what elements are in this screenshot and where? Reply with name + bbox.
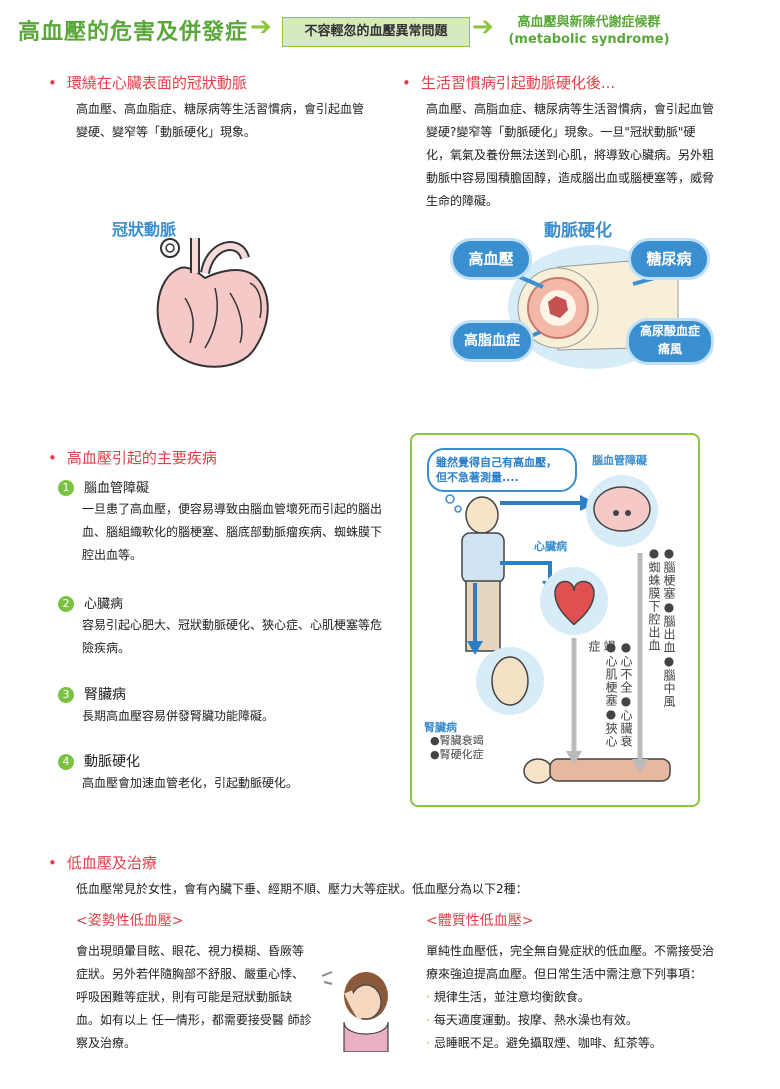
pill-hypertension: 高血壓 <box>450 238 532 280</box>
heart-label: 心臟病 <box>534 540 567 553</box>
pill-gout-line1: 高尿酸血症 <box>639 324 700 338</box>
number-badge: 3 <box>58 686 74 703</box>
text-line: 險疾病。 <box>82 641 131 655</box>
kidney-items: ●腎臟衰竭 ●腎硬化症 <box>430 734 484 762</box>
coronary-label: 冠狀動脈 <box>112 220 177 239</box>
text-line: 會出現頭暈目眩、眼花、視力模糊、昏厥等 <box>76 944 305 958</box>
text-line: 高血壓、高血脂症、糖尿病等生活習慣病，會引起血管 <box>76 102 365 116</box>
disease-item: 3 腎臟病 <box>58 684 126 704</box>
list-item: ·規律生活，並注意均衡飲食。 <box>426 990 590 1004</box>
disease-item: 1 腦血管障礙 <box>58 477 149 496</box>
arrow-right-icon: ➔ <box>250 12 272 42</box>
section-heading-diseases: 高血壓引起的主要疾病 <box>48 447 217 468</box>
bubble-line: 雖然覺得自己有高血壓， <box>436 456 557 469</box>
text-line: 症狀。另外若伴隨胸部不舒服、嚴重心悸、 <box>76 967 305 981</box>
speech-bubble: 雖然覺得自己有高血壓， 但不急著測量.... <box>436 455 576 485</box>
pill-hyperlipidemia: 高脂血症 <box>450 320 534 362</box>
disease-title: 動脈硬化 <box>84 754 140 770</box>
text-line: 腔出血等。 <box>82 548 143 562</box>
list-item-text: 每天適度運動。按摩、熱水澡也有效。 <box>433 1013 638 1027</box>
heart-list-col2: ●心不全●心臟衰竭 <box>602 640 633 748</box>
metabolic-heading-line2: (metabolic syndrome) <box>508 32 670 47</box>
pill-diabetes: 糖尿病 <box>628 238 710 280</box>
text-line: 察及治療。 <box>76 1036 137 1050</box>
dizzy-woman-illustration <box>321 971 389 1052</box>
section-heading-low-bp: 低血壓及治療 <box>48 852 157 873</box>
text-line: 變硬?變窄等「動脈硬化」現象。一旦"冠狀動脈"硬 <box>426 125 696 139</box>
metabolic-heading-line1: 高血壓與新陳代謝症候群 <box>517 15 661 30</box>
lifestyle-text: 高血壓、高脂血症、糖尿病等生活習慣病，會引起血管 變硬?變窄等「動脈硬化」現象。… <box>426 98 746 213</box>
text-line: 化，氧氣及養份無法送到心肌，將導致心臟病。另外粗 <box>426 148 715 162</box>
disease-text: 長期高血壓容易併發腎臟功能障礙。 <box>82 705 402 728</box>
list-item: ·忌睡眠不足。避免攝取煙、咖啡、紅茶等。 <box>426 1036 662 1050</box>
text-line: 生命的障礙。 <box>426 194 499 208</box>
bubble-line: 但不急著測量.... <box>436 471 519 484</box>
metabolic-heading: 高血壓與新陳代謝症候群 (metabolic syndrome) <box>504 14 674 48</box>
disease-text: 容易引起心肥大、冠狀動脈硬化、狹心症、心肌梗塞等危 險疾病。 <box>82 614 402 660</box>
disease-text: 一旦患了高血壓，便容易導致由腦血管壞死而引起的腦出 血、腦組織軟化的腦梗塞、腦底… <box>82 498 402 567</box>
list-item-text: 規律生活，並注意均衡飲食。 <box>433 990 590 1004</box>
subtitle-box: 不容輕忽的血壓異常問題 <box>282 17 470 47</box>
complications-figure <box>427 448 671 784</box>
disease-item: 4 動脈硬化 <box>58 751 140 771</box>
disease-item: 2 心臟病 <box>58 593 123 612</box>
brain-label: 腦血管障礙 <box>592 454 647 467</box>
disease-title: 腦血管障礙 <box>84 481 150 496</box>
postural-heading: <姿勢性低血壓> <box>76 913 184 929</box>
number-badge: 4 <box>58 753 74 770</box>
text-line: 高血壓會加速血管老化，引起動脈硬化。 <box>82 776 299 790</box>
diagram-title: 動脈硬化 <box>544 221 612 241</box>
text-line: 療來強迫提高血壓。但日常生活中需注意下列事項： <box>426 967 703 981</box>
kidney-item: ●腎臟衰竭 <box>430 734 484 747</box>
text-line: 血。如有以上 任一情形，都需要接受醫 師診 <box>76 1013 312 1027</box>
disease-title: 心臟病 <box>84 597 124 612</box>
list-item: ·每天適度運動。按摩、熱水澡也有效。 <box>426 1013 638 1027</box>
heart-illustration <box>156 238 269 368</box>
text-line: 動脈中容易囤積膽固醇，造成腦出血或腦梗塞等，威脅 <box>426 171 715 185</box>
number-badge: 1 <box>58 479 74 496</box>
text-line: 高血壓、高脂血症、糖尿病等生活習慣病，會引起血管 <box>426 102 715 116</box>
kidney-item: ●腎硬化症 <box>430 748 484 761</box>
low-bp-intro: 低血壓常見於女性，會有內臟下垂、經期不順、壓力大等症狀。低血壓分為以下2種： <box>76 882 528 896</box>
section-heading-coronary: 環繞在心臟表面的冠狀動脈 <box>48 72 247 93</box>
disease-title: 腎臟病 <box>84 687 126 703</box>
number-badge: 2 <box>58 595 74 612</box>
section-heading-lifestyle: 生活習慣病引起動脈硬化後... <box>402 72 615 93</box>
constitutional-heading: <體質性低血壓> <box>426 913 534 929</box>
text-line: 長期高血壓容易併發腎臟功能障礙。 <box>82 709 275 723</box>
page-title: 高血壓的危害及併發症 <box>18 20 249 45</box>
arrow-right-icon: ➔ <box>472 12 494 42</box>
text-line: 血、腦組織軟化的腦梗塞、腦底部動脈瘤疾病、蜘蛛膜下 <box>82 525 383 539</box>
coronary-text: 高血壓、高血脂症、糖尿病等生活習慣病，會引起血管 變硬、變窄等「動脈硬化」現象。 <box>76 98 396 144</box>
postural-text: 會出現頭暈目眩、眼花、視力模糊、昏厥等 症狀。另外若伴隨胸部不舒服、嚴重心悸、 … <box>76 940 336 1055</box>
brain-list-col2: ●腦梗塞●腦出血●腦中風 <box>662 546 676 708</box>
heart-list-col1: ●心肌梗塞●狹心症 <box>587 640 618 748</box>
kidney-label: 腎臟病 <box>424 721 457 734</box>
text-line: 容易引起心肥大、冠狀動脈硬化、狹心症、心肌梗塞等危 <box>82 618 383 632</box>
text-line: 一旦患了高血壓，便容易導致由腦血管壞死而引起的腦出 <box>82 502 383 516</box>
pill-gout: 高尿酸血症 痛風 <box>626 318 714 365</box>
disease-text: 高血壓會加速血管老化，引起動脈硬化。 <box>82 772 402 795</box>
text-line: 變硬、變窄等「動脈硬化」現象。 <box>76 125 257 139</box>
text-line: 呼吸困難等症狀，則有可能是冠狀動脈缺 <box>76 990 293 1004</box>
pill-gout-line2: 痛風 <box>657 342 682 356</box>
text-line: 單純性血壓低，完全無自覺症狀的低血壓。不需接受治 <box>426 944 715 958</box>
brain-list-col1: ●蜘蛛膜下腔出血 <box>647 546 661 652</box>
constitutional-text: 單純性血壓低，完全無自覺症狀的低血壓。不需接受治 療來強迫提高血壓。但日常生活中… <box>426 940 746 1055</box>
list-item-text: 忌睡眠不足。避免攝取煙、咖啡、紅茶等。 <box>433 1036 662 1050</box>
